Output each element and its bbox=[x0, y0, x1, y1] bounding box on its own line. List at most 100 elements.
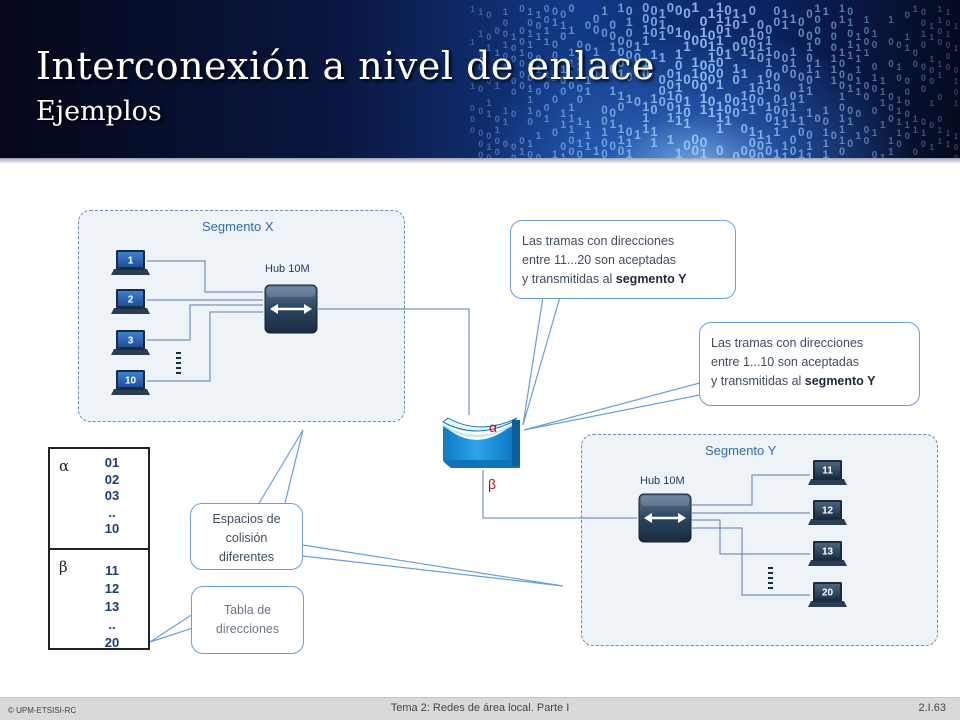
binary-digit: 0 bbox=[872, 84, 878, 95]
binary-digit: 0 bbox=[650, 3, 657, 18]
binary-digit: 0 bbox=[921, 73, 926, 83]
binary-digit: 0 bbox=[544, 15, 550, 26]
binary-digit: 0 bbox=[921, 117, 926, 127]
binary-digit: 0 bbox=[618, 100, 625, 114]
binary-digit: 1 bbox=[495, 125, 500, 135]
binary-digit: 1 bbox=[675, 113, 683, 128]
binary-digit: 0 bbox=[495, 26, 500, 36]
binary-digit: 1 bbox=[896, 95, 902, 106]
binary-digit: 0 bbox=[847, 105, 853, 117]
binary-digit: 1 bbox=[626, 92, 633, 106]
binary-digit: 0 bbox=[659, 94, 666, 109]
binary-digit: 1 bbox=[880, 120, 886, 131]
binary-digit: 1 bbox=[929, 54, 934, 64]
binary-digit: 0 bbox=[683, 72, 691, 87]
binary-digit: 1 bbox=[954, 44, 959, 53]
binary-digit: 1 bbox=[577, 116, 583, 128]
binary-digit: 0 bbox=[675, 58, 682, 73]
workstation-icon: 3 bbox=[111, 330, 150, 355]
binary-digit: 1 bbox=[929, 32, 934, 42]
binary-digit: 1 bbox=[650, 47, 657, 62]
binary-digit: 1 bbox=[626, 136, 633, 150]
binary-digit: 1 bbox=[675, 25, 683, 40]
footer-copyright: © UPM-ETSISI-RC bbox=[8, 706, 77, 715]
binary-digit: 0 bbox=[741, 143, 748, 158]
binary-digit: 1 bbox=[749, 102, 756, 117]
table-divider bbox=[50, 548, 148, 550]
binary-digit: 1 bbox=[708, 105, 716, 120]
binary-digit: 1 bbox=[757, 128, 764, 142]
binary-digit: 1 bbox=[855, 54, 861, 65]
binary-digit: 0 bbox=[864, 92, 870, 103]
binary-digit: 0 bbox=[626, 26, 633, 40]
binary-digit: 0 bbox=[765, 67, 772, 81]
binary-digit: 0 bbox=[691, 132, 699, 147]
hub-x-icon bbox=[264, 284, 318, 334]
binary-digit: 0 bbox=[568, 3, 574, 15]
binary-digit: 0 bbox=[519, 70, 525, 81]
workstation-label: 12 bbox=[822, 506, 834, 517]
binary-digit: 0 bbox=[585, 42, 591, 54]
binary-digit: 1 bbox=[905, 120, 910, 130]
binary-digit: 1 bbox=[724, 25, 732, 40]
binary-digit: 0 bbox=[470, 103, 475, 113]
binary-digit: 0 bbox=[741, 33, 748, 48]
binary-digit: 0 bbox=[544, 81, 550, 92]
callout-right-line2: entre 1...10 son aceptadas bbox=[711, 355, 860, 369]
binary-digit: 0 bbox=[642, 12, 649, 26]
binary-digit: 0 bbox=[552, 39, 558, 51]
binary-digit: 1 bbox=[601, 126, 608, 139]
binary-digit: 1 bbox=[855, 43, 861, 54]
binary-digit: 1 bbox=[708, 39, 716, 54]
binary-digit: 0 bbox=[478, 139, 483, 149]
binary-digit: 0 bbox=[921, 18, 926, 28]
workstation-icon: 11 bbox=[808, 460, 847, 485]
binary-digit: 0 bbox=[888, 37, 893, 48]
binary-digit: 0 bbox=[765, 144, 772, 158]
binary-digit: 0 bbox=[790, 133, 797, 147]
binary-digit: 1 bbox=[527, 62, 533, 73]
binary-digit: 1 bbox=[527, 29, 533, 40]
binary-digit: 0 bbox=[782, 62, 789, 76]
binary-digit: 0 bbox=[716, 44, 724, 59]
table-beta-symbol: β bbox=[59, 558, 68, 576]
binary-digit: 0 bbox=[560, 75, 566, 87]
binary-digit: 0 bbox=[519, 136, 525, 147]
binary-digit: 1 bbox=[536, 32, 542, 43]
binary-digit: 0 bbox=[782, 106, 789, 120]
binary-digit: 1 bbox=[896, 117, 902, 128]
binary-digit: 1 bbox=[814, 69, 821, 81]
binary-digit: 1 bbox=[872, 29, 878, 40]
binary-digit: 0 bbox=[511, 153, 516, 158]
binary-digit: 1 bbox=[937, 136, 942, 146]
binary-digit: 0 bbox=[495, 114, 500, 124]
binary-digit: 0 bbox=[511, 142, 516, 153]
binary-digit: 0 bbox=[626, 125, 633, 139]
binary-digit: 0 bbox=[560, 31, 566, 43]
binary-digit: 1 bbox=[839, 14, 845, 26]
binary-digit: 1 bbox=[659, 28, 666, 43]
binary-digit: 0 bbox=[888, 92, 893, 103]
binary-digit: 1 bbox=[593, 69, 600, 81]
binary-digit: 0 bbox=[675, 91, 682, 106]
binary-digit: 1 bbox=[954, 99, 959, 108]
binary-digit: 1 bbox=[659, 6, 666, 21]
binary-digit: 0 bbox=[577, 83, 583, 95]
binary-digit: 0 bbox=[716, 143, 724, 158]
segment-x-cables bbox=[147, 260, 470, 415]
binary-digit: 0 bbox=[478, 128, 483, 138]
binary-digit: 1 bbox=[929, 21, 934, 31]
binary-digit: 1 bbox=[798, 82, 805, 95]
callout-right-line3-bold: segmento Y bbox=[804, 374, 876, 388]
binary-digit: 0 bbox=[831, 20, 837, 32]
binary-digit: 0 bbox=[659, 72, 666, 87]
binary-digit: 1 bbox=[626, 15, 633, 29]
workstation-label: 2 bbox=[128, 295, 134, 306]
binary-digit: 1 bbox=[937, 59, 942, 69]
binary-digit: 1 bbox=[478, 29, 483, 39]
binary-digit: 1 bbox=[741, 88, 748, 103]
binary-digit: 1 bbox=[872, 128, 878, 139]
